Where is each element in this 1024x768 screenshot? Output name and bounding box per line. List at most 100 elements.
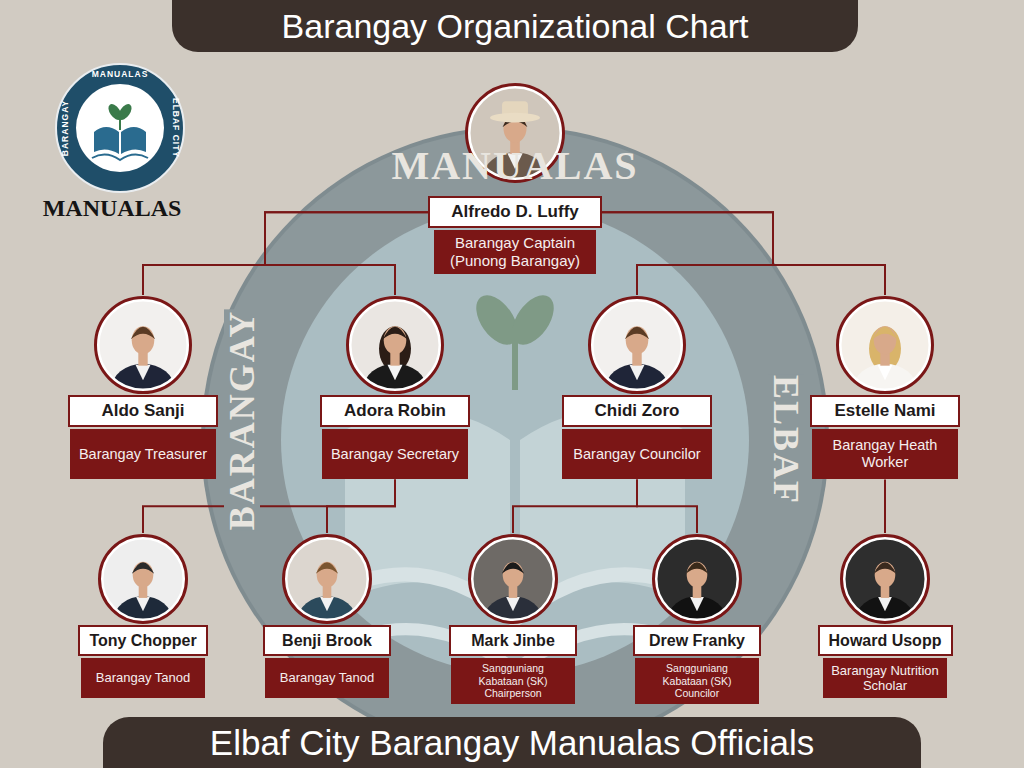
watermark-seal xyxy=(201,126,829,754)
portrait-ground xyxy=(345,295,445,395)
portrait-border xyxy=(842,536,929,623)
portrait-ground xyxy=(97,533,189,625)
person-card: Estelle NamiBarangay Heath Worker xyxy=(810,295,960,479)
org-connector xyxy=(265,212,428,295)
portrait-photo xyxy=(651,533,743,625)
portrait-ring xyxy=(350,300,440,390)
portrait-figure xyxy=(464,82,566,184)
person-card: Chidi ZoroBarangay Councilor xyxy=(562,295,712,479)
portrait-ground xyxy=(93,295,193,395)
name-label: Tony Chopper xyxy=(78,625,208,656)
portrait-neck xyxy=(390,353,399,366)
portrait-border xyxy=(284,536,371,623)
person-card: Tony ChopperBarangay Tanod xyxy=(78,533,208,698)
portrait-hair xyxy=(131,327,155,340)
portrait-neck xyxy=(323,586,332,598)
portrait-figure xyxy=(587,295,687,395)
name-label: Mark Jinbe xyxy=(449,625,577,656)
person-card: Aldo SanjiBarangay Treasurer xyxy=(68,295,218,479)
logo-wordmark: MANUALAS xyxy=(43,196,182,220)
portrait-photo xyxy=(281,533,373,625)
portrait-figure xyxy=(97,533,189,625)
portrait-ground xyxy=(467,533,559,625)
portrait-border xyxy=(654,536,741,623)
portrait-head xyxy=(384,326,407,354)
role-label: Barangay Captain (Punong Barangay) xyxy=(434,230,596,274)
portrait-border xyxy=(348,298,443,393)
role-label: Barangay Heath Worker xyxy=(812,429,958,479)
org-connector xyxy=(143,479,395,533)
sprout-stem xyxy=(512,330,518,390)
portrait-photo xyxy=(93,295,193,395)
portrait-border xyxy=(467,85,564,182)
portrait-shirt xyxy=(507,153,522,169)
org-connector xyxy=(513,479,637,533)
portrait-ring xyxy=(286,538,368,620)
name-label: Benji Brook xyxy=(263,625,391,656)
portrait-border xyxy=(100,536,187,623)
logo-text: BARANGAY xyxy=(61,100,70,156)
chart-caption: Elbaf City Barangay Manualas Officials xyxy=(210,723,814,763)
portrait-hair xyxy=(686,562,708,574)
portrait-hair xyxy=(132,562,154,574)
role-label: Barangay Tanod xyxy=(81,658,205,698)
portrait-neck xyxy=(509,586,518,598)
portrait-ring xyxy=(98,300,188,390)
name-label: Estelle Nami xyxy=(810,395,960,427)
portrait-shirt xyxy=(629,365,644,381)
portrait-head xyxy=(317,562,338,588)
org-connector xyxy=(884,479,886,533)
watermark-text: BARANGAY xyxy=(224,310,260,531)
portrait-ground xyxy=(651,533,743,625)
portrait-shirt xyxy=(506,597,520,611)
portrait-figure xyxy=(93,295,193,395)
portrait-neck xyxy=(880,353,889,366)
logo-book xyxy=(94,127,119,154)
title-bar: Barangay Organizational Chart xyxy=(172,0,858,52)
logo-center xyxy=(76,84,164,172)
role-label: Sangguniang Kabataan (SK) Chairperson xyxy=(451,658,575,704)
portrait-neck xyxy=(138,353,147,366)
portrait-head xyxy=(132,326,155,354)
portrait-ring xyxy=(102,538,184,620)
portrait-neck xyxy=(693,586,702,598)
portrait-shirt xyxy=(690,597,704,611)
portrait-hair xyxy=(874,562,896,574)
portrait-border xyxy=(590,298,685,393)
portrait-hair xyxy=(502,562,524,574)
portrait-photo xyxy=(97,533,189,625)
portrait-ground xyxy=(281,533,373,625)
portrait-hair xyxy=(316,562,338,574)
portrait-shirt xyxy=(135,365,150,381)
role-label: Barangay Treasurer xyxy=(70,429,216,479)
portrait-hair xyxy=(869,326,901,371)
portrait-hair xyxy=(379,326,411,371)
seal-ring xyxy=(205,130,825,750)
role-label: Barangay Nutrition Scholar xyxy=(823,658,947,698)
portrait-figure xyxy=(651,533,743,625)
portrait-hair xyxy=(873,327,897,340)
logo-text: MANUALAS xyxy=(92,70,149,79)
portrait-ring xyxy=(469,87,561,179)
org-connector xyxy=(602,212,885,295)
logo-text: ELBAF CITY xyxy=(172,98,181,158)
logo-stem xyxy=(119,114,121,130)
name-label: Howard Usopp xyxy=(818,625,953,656)
logo-ring xyxy=(56,64,184,192)
portrait-neck xyxy=(139,586,148,598)
portrait-photo xyxy=(587,295,687,395)
portrait-body xyxy=(482,152,547,184)
logo-leaf xyxy=(116,102,135,122)
portrait-shirt xyxy=(387,365,402,381)
seal-center xyxy=(281,206,749,674)
portrait-figure xyxy=(835,295,935,395)
chart-title: Barangay Organizational Chart xyxy=(282,7,749,46)
role-label: Barangay Secretary xyxy=(322,429,468,479)
portrait-head xyxy=(875,562,896,588)
logo-book xyxy=(121,127,146,154)
role-label: Barangay Councilor xyxy=(562,429,712,479)
portrait-ground xyxy=(835,295,935,395)
portrait-ring xyxy=(472,538,554,620)
portrait-ground xyxy=(587,295,687,395)
